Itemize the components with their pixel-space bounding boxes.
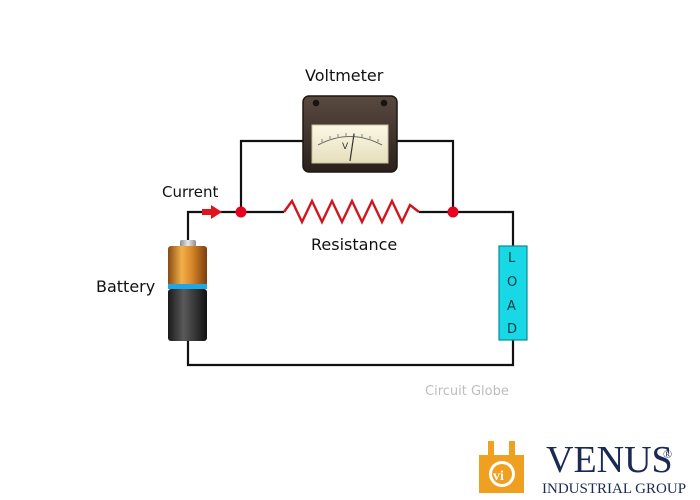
voltmeter-left-lead bbox=[239, 139, 305, 212]
brand-name: VENUS bbox=[546, 439, 673, 481]
watermark-text: Circuit Globe bbox=[425, 384, 509, 399]
brand-subtitle: INDUSTRIAL GROUP bbox=[542, 481, 687, 497]
current-arrow-icon bbox=[202, 205, 222, 219]
resistance-label: Resistance bbox=[311, 235, 398, 254]
battery-copper-top bbox=[168, 246, 207, 286]
load-box bbox=[498, 245, 528, 341]
voltmeter-needle bbox=[349, 133, 355, 162]
voltmeter-label: Voltmeter bbox=[305, 66, 384, 85]
junction-node-left bbox=[235, 206, 247, 218]
voltmeter: V bbox=[302, 95, 398, 173]
voltmeter-scale-arc bbox=[317, 136, 383, 146]
current-label: Current bbox=[162, 183, 219, 201]
resistor bbox=[283, 198, 420, 225]
venus-logo-icon: vi bbox=[479, 441, 524, 493]
battery-black-body bbox=[168, 289, 207, 341]
load-letter: D bbox=[507, 322, 517, 337]
voltmeter-scale-symbol: V bbox=[342, 142, 349, 152]
junction-node-right bbox=[447, 206, 459, 218]
voltmeter-screw-right bbox=[380, 99, 388, 107]
voltmeter-screw-left bbox=[312, 99, 320, 107]
top-wire-left bbox=[186, 210, 284, 253]
battery-blue-band bbox=[168, 284, 207, 289]
logo-letters: vi bbox=[493, 469, 504, 484]
load-letter: L bbox=[508, 251, 516, 266]
voltmeter-face bbox=[311, 124, 389, 164]
load-letter: A bbox=[507, 299, 516, 314]
battery-icon bbox=[168, 240, 207, 341]
top-wire-right bbox=[419, 210, 515, 248]
bottom-wire bbox=[186, 338, 515, 367]
battery-label: Battery bbox=[96, 277, 156, 296]
load: L O A D bbox=[498, 245, 528, 341]
load-letter: O bbox=[507, 275, 517, 290]
brand-registered-mark: ® bbox=[663, 447, 673, 461]
voltmeter-right-lead bbox=[397, 139, 455, 212]
